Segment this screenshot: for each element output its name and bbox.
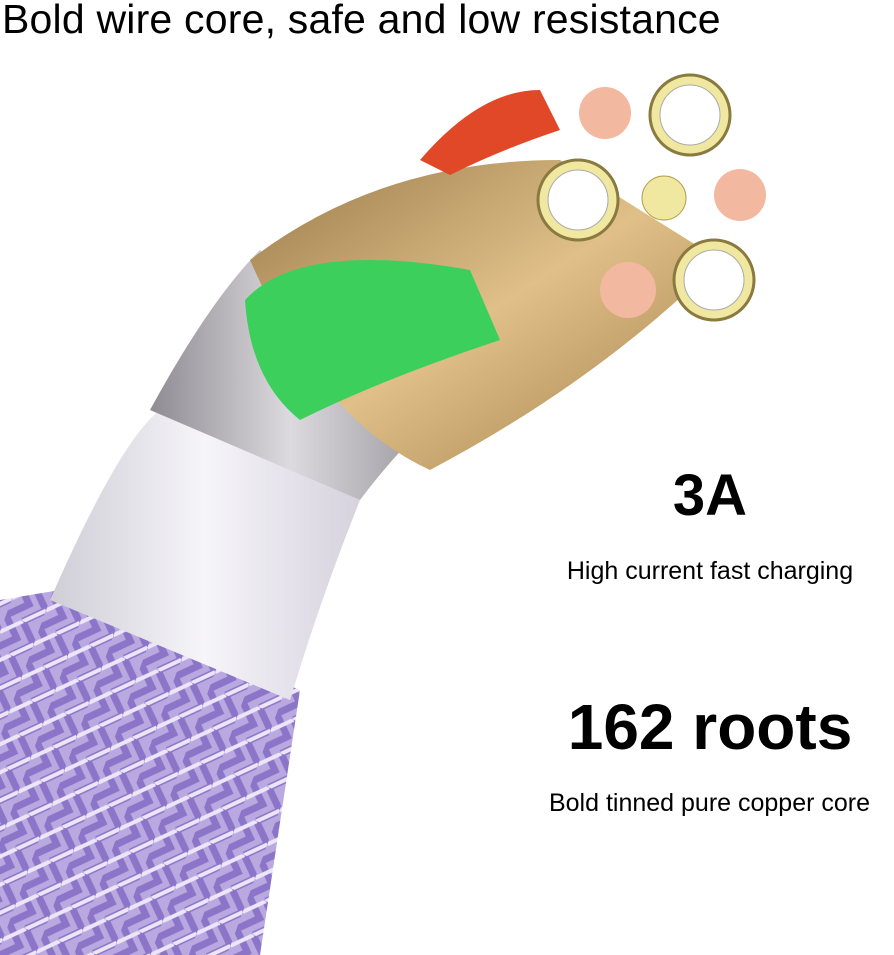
feature-description-strands: Bold tinned pure copper core (548, 789, 871, 817)
feature-description-current: High current fast charging (566, 557, 854, 585)
copper-conductor (600, 262, 656, 318)
green-wire (245, 260, 500, 420)
tinned-conductor (648, 73, 732, 157)
tinned-small-conductor (641, 175, 687, 221)
copper-conductor (579, 87, 631, 139)
headline: Bold wire core, safe and low resistance (2, 0, 721, 42)
copper-conductor (714, 169, 766, 221)
braided-jacket (0, 590, 300, 955)
feature-value-current: 3A (672, 463, 748, 528)
tinned-conductor (536, 158, 620, 242)
inner-sleeve (50, 410, 360, 700)
tinned-conductor (672, 238, 756, 322)
feature-value-strands: 162 roots (567, 691, 853, 763)
red-wire (420, 90, 560, 175)
